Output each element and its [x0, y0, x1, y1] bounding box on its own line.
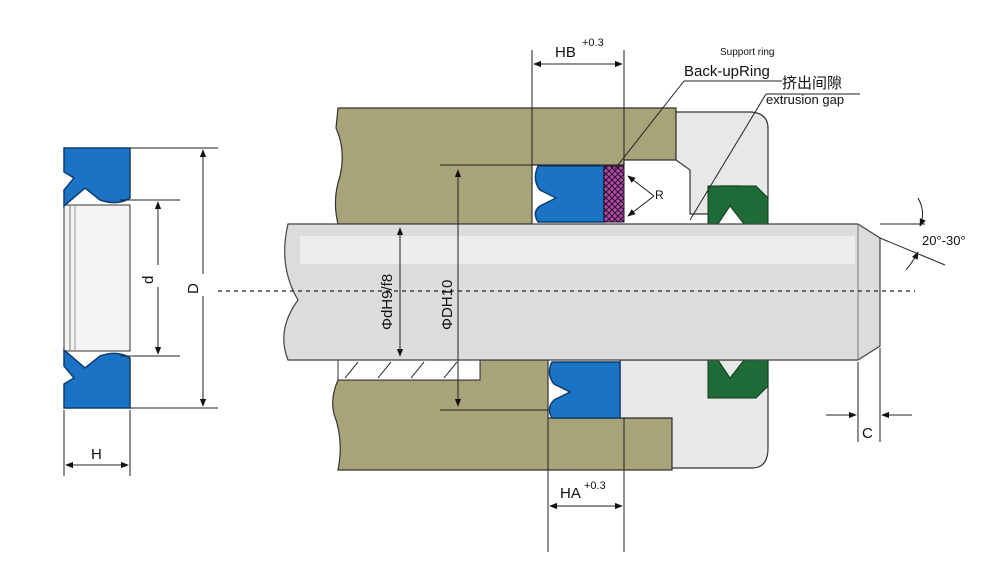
radius-label: R	[655, 188, 664, 202]
label-H: H	[91, 446, 102, 463]
ha-tolerance: +0.3	[584, 480, 606, 492]
wiper-seal-top	[707, 185, 769, 225]
support-ring-callout: Support ring	[720, 47, 774, 58]
rod-seal-bottom	[548, 361, 621, 419]
extrusion-gap-en-callout: extrusion gap	[766, 92, 844, 107]
rod-seal-top	[534, 165, 605, 223]
hb-label: HB	[555, 44, 576, 61]
left-seal-section: d D H	[63, 147, 218, 476]
label-D: D	[185, 283, 202, 294]
left-seal-bottom-profile	[63, 348, 131, 409]
backup-ring-top	[603, 165, 625, 223]
hb-tolerance: +0.3	[582, 37, 604, 49]
ha-label: HA	[560, 485, 581, 502]
backup-ring-callout: Back-upRing	[684, 63, 770, 80]
main-assembly: ΦdH9/f8 ΦDH10 HB +0.3 HA +0.3 Support ri…	[218, 37, 966, 552]
housing-top	[334, 107, 677, 225]
bushing-hatched	[337, 359, 481, 381]
rod-fit-label: ΦdH9/f8	[379, 274, 396, 330]
chamfer-length-label: C	[862, 425, 873, 442]
chamfer-angle-label: 20°-30°	[922, 233, 966, 248]
left-seal-top-profile	[63, 147, 131, 208]
bore-fit-label: ΦDH10	[439, 280, 456, 330]
extrusion-gap-cn-callout: 挤出间隙	[782, 75, 842, 92]
label-d: d	[140, 276, 157, 284]
